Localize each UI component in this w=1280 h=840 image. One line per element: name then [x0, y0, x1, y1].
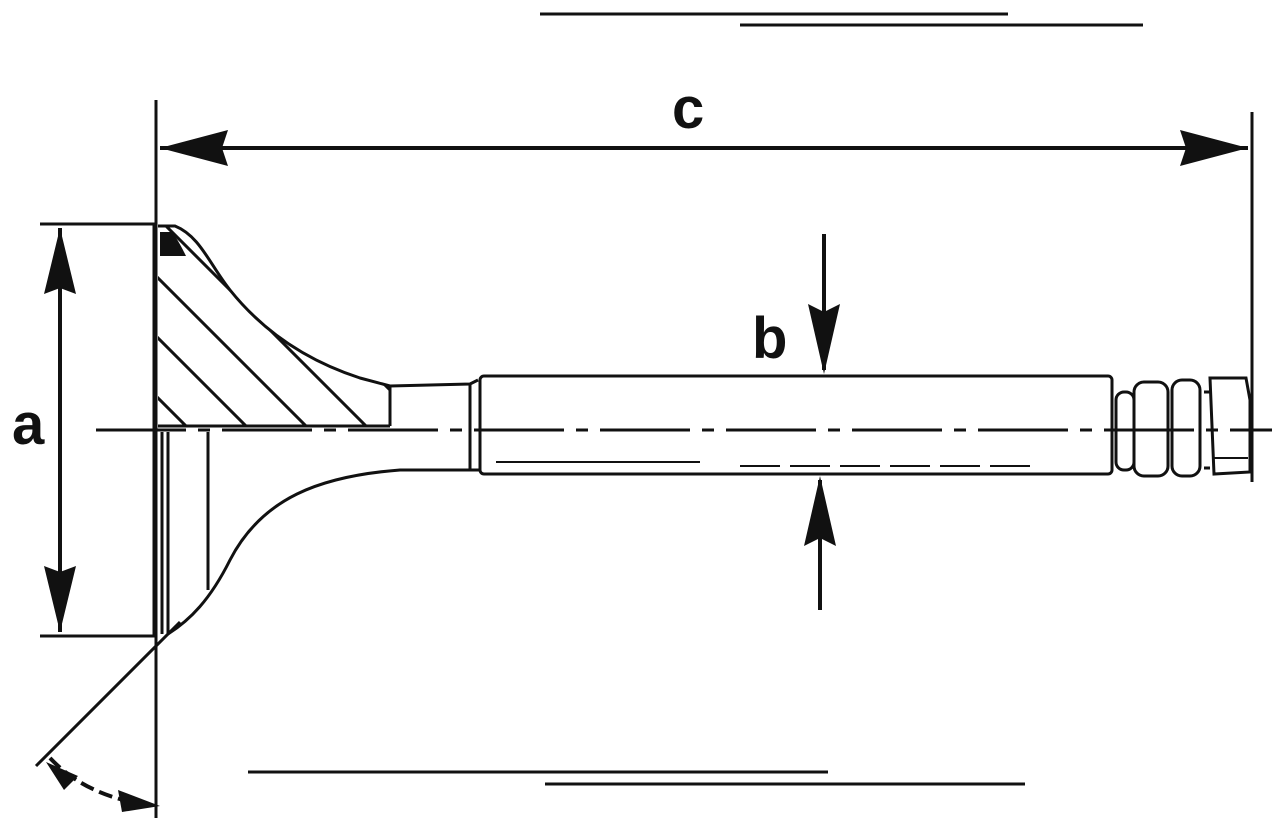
dimension-c	[154, 100, 1254, 818]
label-b: b	[752, 306, 787, 371]
seat-angle	[34, 620, 182, 812]
decorative-rules	[248, 12, 1143, 786]
valve-body	[152, 224, 1252, 636]
label-c: c	[672, 76, 704, 141]
head-corner	[160, 232, 186, 256]
label-a: a	[12, 392, 45, 457]
dimension-b	[804, 234, 840, 610]
dimension-a	[40, 222, 156, 638]
section-hatching	[158, 226, 390, 426]
